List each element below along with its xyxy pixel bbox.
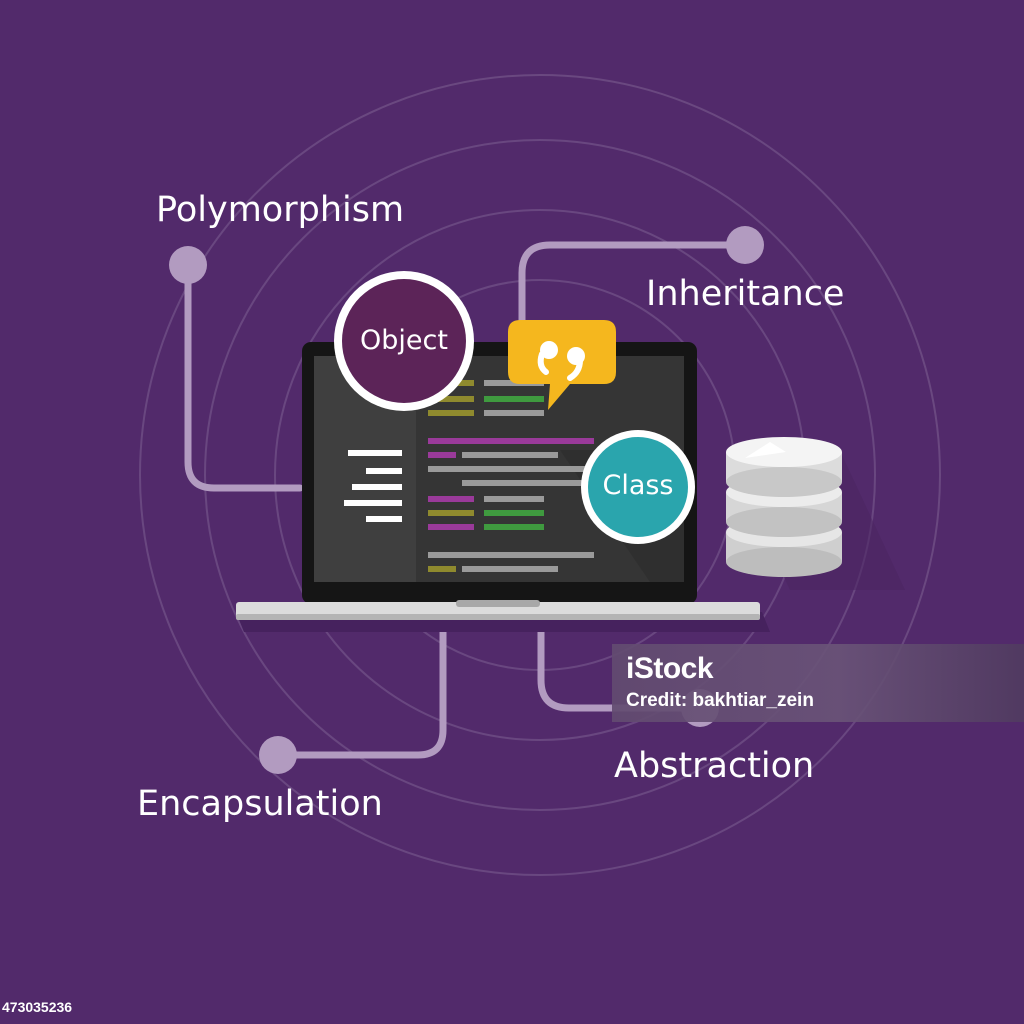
hamburger-lines-icon	[344, 450, 402, 522]
laptop-notch	[456, 600, 540, 607]
class-circle	[581, 430, 695, 544]
encapsulation-node	[259, 736, 297, 774]
object-circle	[334, 271, 474, 411]
watermark-logo: iStock	[626, 652, 714, 685]
abstraction-label: Abstraction	[614, 746, 815, 786]
stock-id: 473035236	[2, 999, 73, 1015]
inheritance-connector	[518, 241, 749, 334]
object-label: Object	[360, 325, 448, 356]
encapsulation-label: Encapsulation	[137, 784, 383, 824]
polymorphism-connector	[184, 261, 304, 492]
watermark-credit: Credit: bakhtiar_zein	[626, 690, 814, 711]
abstraction-connector	[537, 616, 704, 712]
stock-id-bar: 473035236	[0, 992, 1024, 1024]
stock-watermark: iStock Credit: bakhtiar_zein	[612, 644, 1024, 722]
quote-speech-bubble-icon	[508, 320, 616, 410]
database-stack-icon	[726, 437, 905, 590]
polymorphism-label: Polymorphism	[156, 190, 405, 230]
inheritance-node	[726, 226, 764, 264]
class-label: Class	[602, 470, 674, 501]
inheritance-label: Inheritance	[646, 274, 845, 314]
code-lines	[428, 380, 594, 572]
encapsulation-connector	[274, 616, 447, 759]
polymorphism-node	[169, 246, 207, 284]
